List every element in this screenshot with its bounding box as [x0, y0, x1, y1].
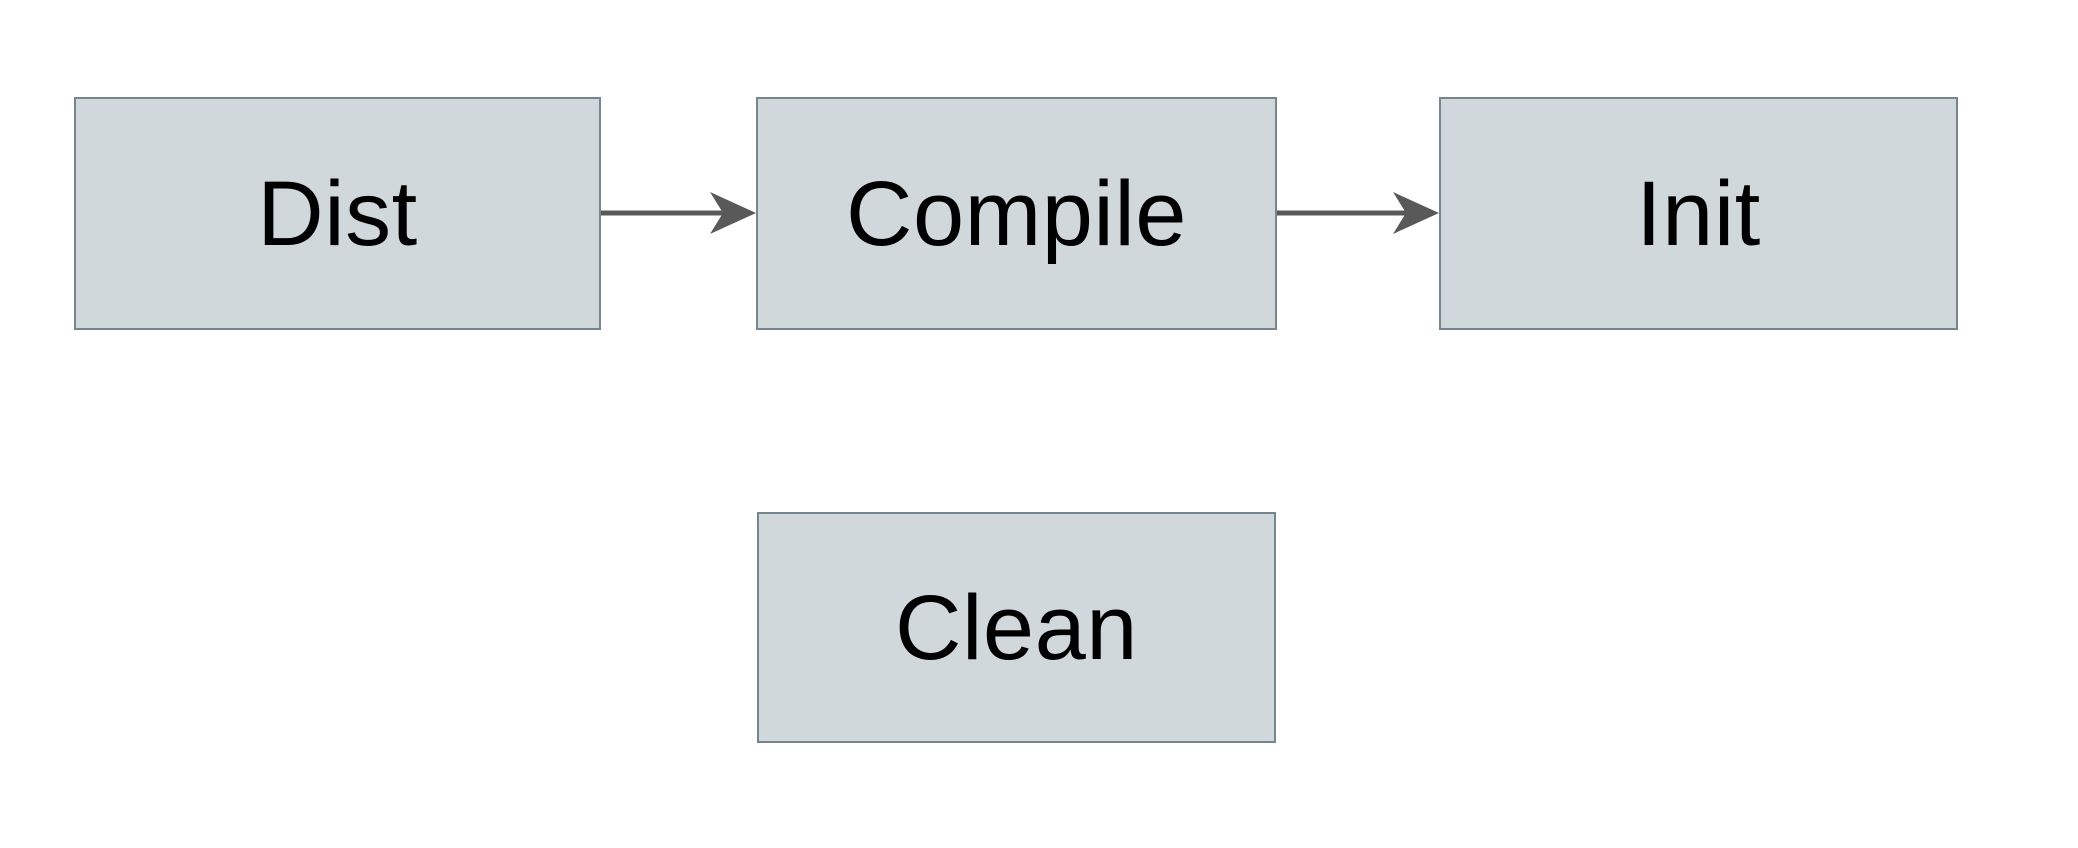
node-init: Init	[1439, 97, 1958, 330]
arrow-head-icon	[1393, 192, 1439, 234]
node-dist: Dist	[74, 97, 601, 330]
arrow-compile-to-init	[1277, 192, 1439, 234]
node-clean-label: Clean	[895, 576, 1138, 679]
arrow-head-icon	[710, 192, 756, 234]
node-clean: Clean	[757, 512, 1276, 743]
node-init-label: Init	[1636, 162, 1761, 265]
node-dist-label: Dist	[257, 162, 418, 265]
arrow-dist-to-compile	[601, 192, 756, 234]
node-compile-label: Compile	[846, 162, 1187, 265]
node-compile: Compile	[756, 97, 1277, 330]
